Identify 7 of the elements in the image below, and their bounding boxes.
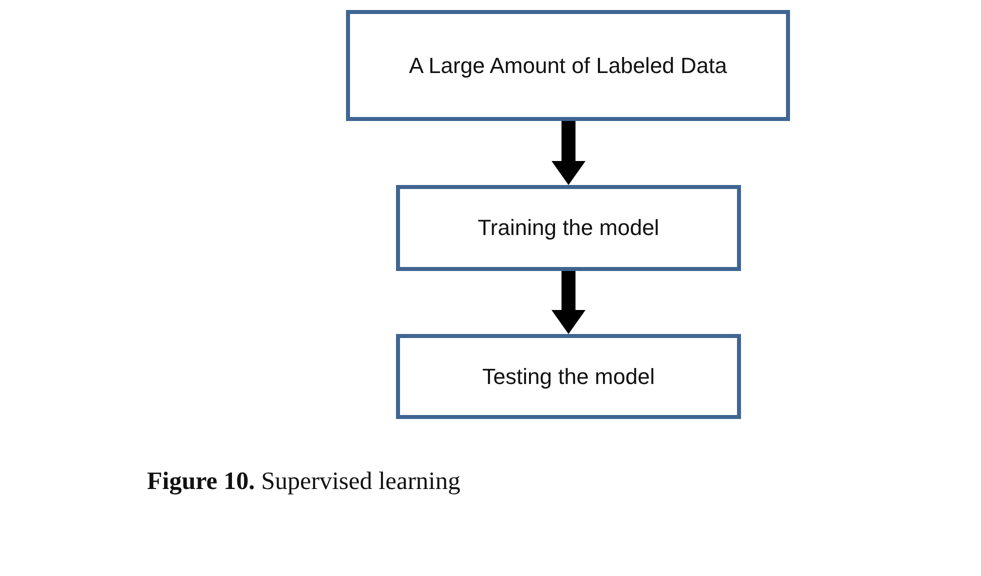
figure-caption: Figure 10. Supervised learning xyxy=(147,468,460,496)
process-box xyxy=(396,334,741,419)
process-box xyxy=(396,185,741,271)
box-label: Training the model xyxy=(478,215,660,241)
box-label: Testing the model xyxy=(482,364,655,390)
box-label: A Large Amount of Labeled Data xyxy=(408,52,727,78)
process-box xyxy=(346,10,790,121)
